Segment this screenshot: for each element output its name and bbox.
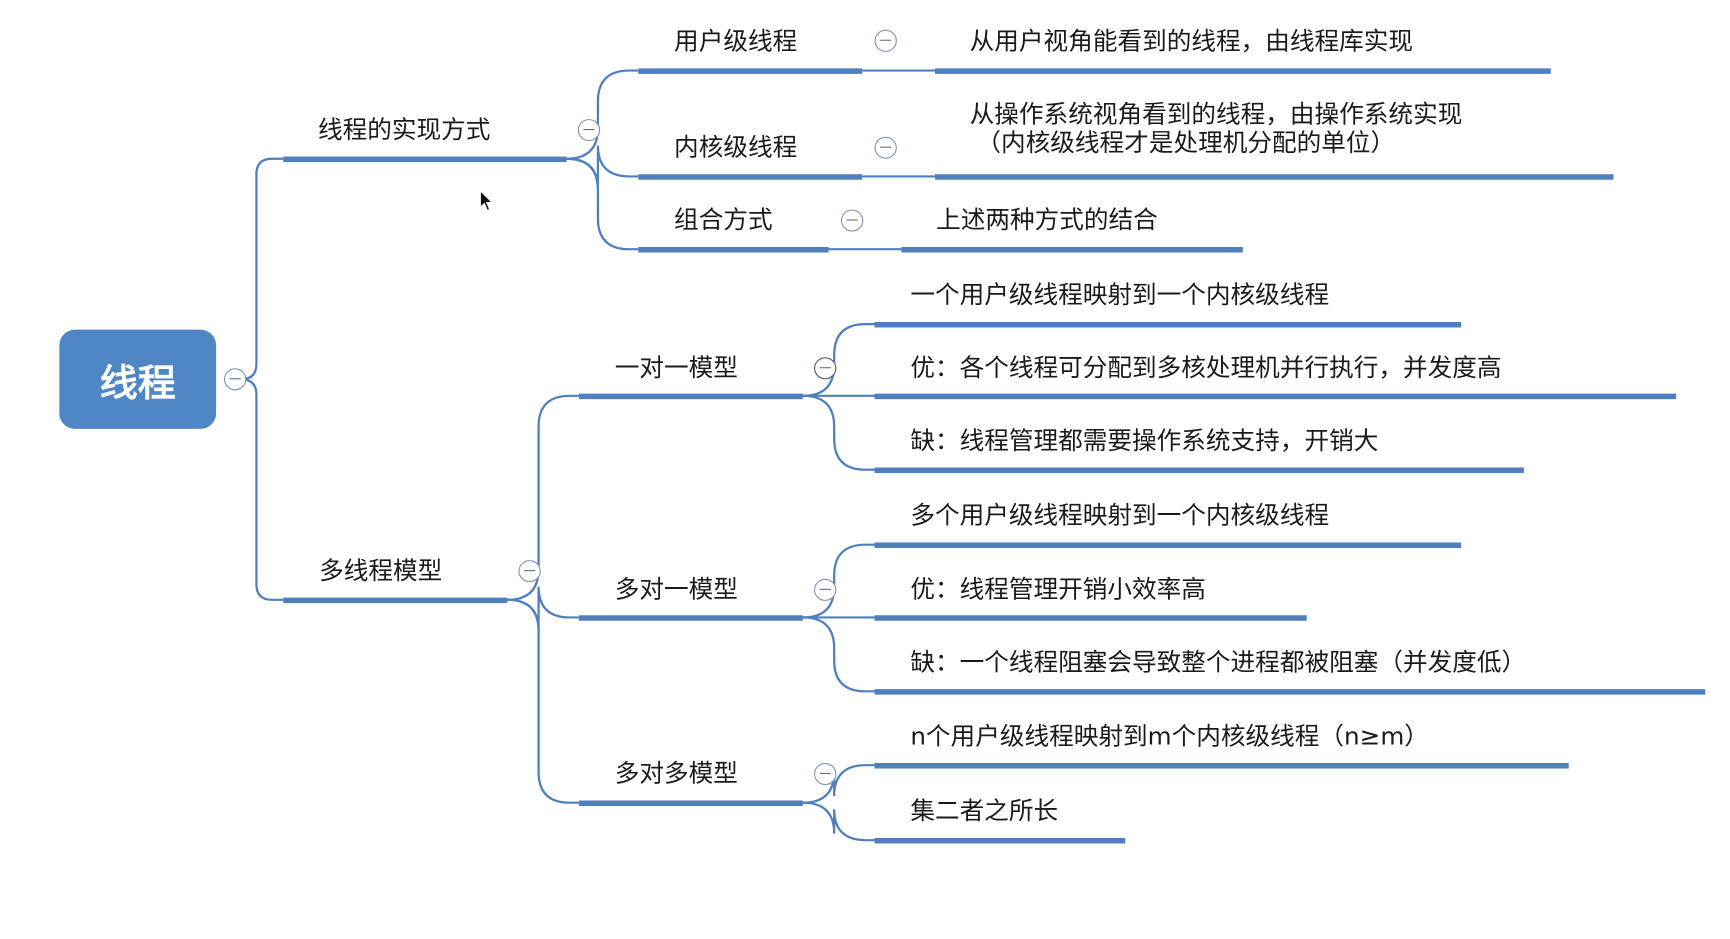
detail-many-to-many-strength: 集二者之所长 bbox=[910, 798, 1059, 826]
detail-one-to-one-pro-underline bbox=[874, 393, 1677, 400]
detail-one-to-one-pro: 优：各个线程可分配到多核处理机并行执行，并发度高 bbox=[910, 355, 1502, 383]
branch-multithread-model-collapse-icon[interactable] bbox=[518, 560, 541, 583]
many-to-one-collapse-icon[interactable] bbox=[814, 578, 837, 601]
root-collapse-icon[interactable] bbox=[223, 368, 247, 391]
node-many-to-one-model[interactable]: 多对一模型 bbox=[614, 576, 738, 605]
node-combined-mode[interactable]: 组合方式 bbox=[674, 207, 773, 235]
root-connector-1 bbox=[240, 378, 284, 601]
detail-many-to-one-pro-underline bbox=[874, 615, 1307, 621]
node-many-to-many-model[interactable]: 多对多模型 bbox=[614, 760, 738, 789]
detail-combined-mode: 上述两种方式的结合 bbox=[936, 207, 1158, 235]
many-to-many-collapse-icon[interactable] bbox=[814, 762, 837, 786]
one-to-one-detail-connector-2 bbox=[802, 394, 875, 471]
detail-kernel-level-thread-line2: （内核级线程才是处理机分配的单位） bbox=[976, 130, 1396, 158]
node-user-level-thread-underline bbox=[638, 68, 863, 74]
branch-implementation-collapse-icon[interactable] bbox=[577, 119, 601, 142]
branch-implementation-label[interactable]: 线程的实现方式 bbox=[317, 116, 491, 145]
node-kernel-level-thread[interactable]: 内核级线程 bbox=[674, 134, 798, 163]
detail-many-to-one-con: 缺：一个线程阻塞会导致整个进程都被阻塞（并发度低） bbox=[910, 649, 1527, 677]
node-one-to-one-model[interactable]: 一对一模型 bbox=[614, 355, 738, 383]
node-combined-mode-underline bbox=[638, 246, 829, 253]
multithread-connector-0 bbox=[507, 394, 579, 601]
node-one-to-one-model-underline bbox=[578, 393, 803, 400]
kernel-level-thread-collapse-icon[interactable] bbox=[874, 136, 897, 159]
detail-kernel-level-thread: 从操作系统视角看到的线程，由操作系统实现 （内核级线程才是处理机分配的单位） bbox=[970, 101, 1463, 158]
implementation-connector-0 bbox=[566, 69, 639, 160]
detail-many-to-one-mapping: 多个用户级线程映射到一个内核级线程 bbox=[910, 502, 1330, 531]
node-many-to-many-model-underline bbox=[578, 800, 803, 807]
detail-user-level-thread: 从用户视角能看到的线程，由线程库实现 bbox=[969, 28, 1414, 57]
branch-multithread-model-underline bbox=[283, 597, 508, 604]
one-to-one-detail-connector-0 bbox=[802, 323, 875, 397]
detail-kernel-level-thread-underline bbox=[934, 174, 1614, 180]
detail-one-to-one-mapping-underline bbox=[874, 321, 1462, 328]
detail-one-to-one-con-underline bbox=[874, 467, 1524, 474]
detail-one-to-one-mapping: 一个用户级线程映射到一个内核级线程 bbox=[910, 282, 1330, 310]
branch-multithread-model-label[interactable]: 多线程模型 bbox=[319, 557, 443, 586]
branch-implementation-underline bbox=[283, 156, 567, 163]
many-to-one-detail-connector-0 bbox=[802, 543, 875, 619]
detail-many-to-many-mapping: n个用户级线程映射到m个内核级线程（n≥m） bbox=[910, 723, 1429, 751]
detail-many-to-many-mapping-underline bbox=[874, 762, 1569, 769]
multithread-connector-1 bbox=[507, 586, 579, 631]
one-to-one-collapse-icon[interactable] bbox=[814, 357, 837, 380]
mouse-cursor-icon bbox=[479, 189, 494, 212]
detail-many-to-many-strength-underline bbox=[874, 837, 1126, 844]
detail-kernel-level-thread-line1: 从操作系统视角看到的线程，由操作系统实现 bbox=[969, 101, 1463, 130]
combined-mode-collapse-icon[interactable] bbox=[840, 209, 864, 232]
node-kernel-level-thread-underline bbox=[638, 174, 863, 180]
many-to-one-detail-connector-2 bbox=[802, 616, 875, 693]
detail-user-level-thread-underline bbox=[934, 68, 1551, 74]
node-many-to-one-model-underline bbox=[578, 615, 803, 621]
detail-one-to-one-con: 缺：线程管理都需要操作系统支持，开销大 bbox=[910, 427, 1379, 456]
detail-many-to-one-pro: 优：线程管理开销小效率高 bbox=[910, 576, 1206, 605]
detail-many-to-one-con-underline bbox=[874, 689, 1706, 695]
many-to-many-detail-connector-1 bbox=[802, 801, 875, 842]
detail-combined-mode-underline bbox=[901, 246, 1243, 253]
root-node[interactable]: 线程 bbox=[59, 329, 217, 429]
multithread-connector-2 bbox=[507, 598, 579, 804]
root-connector-0 bbox=[240, 157, 284, 381]
implementation-connector-2 bbox=[566, 157, 639, 251]
node-user-level-thread[interactable]: 用户级线程 bbox=[674, 28, 798, 57]
user-level-thread-collapse-icon[interactable] bbox=[874, 29, 897, 52]
root-label: 线程 bbox=[99, 361, 176, 406]
implementation-connector-1 bbox=[566, 145, 639, 190]
detail-many-to-one-mapping-underline bbox=[874, 542, 1462, 548]
connector-lines bbox=[240, 69, 935, 842]
